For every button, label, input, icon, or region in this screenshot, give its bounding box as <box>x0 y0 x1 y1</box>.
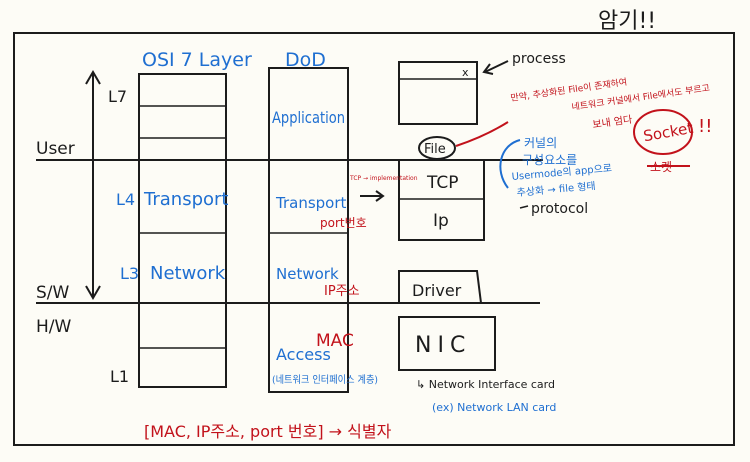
driver-box <box>398 270 483 304</box>
user-label: User <box>36 139 75 159</box>
sw-label: S/W <box>36 283 70 303</box>
ip-note: IP주소 <box>324 284 360 299</box>
socket-label: Socket <box>642 119 695 145</box>
dod-title: DoD <box>285 49 326 71</box>
file-label: File <box>424 142 446 157</box>
arrow-head-icon <box>482 63 494 75</box>
arrow-up-icon <box>85 70 101 85</box>
red-annotation-line <box>455 121 509 147</box>
protocol-stack-box <box>398 159 485 241</box>
ip-label: Ip <box>433 211 449 231</box>
dod-column <box>268 67 349 393</box>
implementation-note: TCP → implementation <box>349 175 418 182</box>
process-arrow-icon <box>484 60 509 73</box>
osi-column <box>138 73 227 388</box>
process-window <box>398 61 478 125</box>
socket-circle <box>633 109 693 155</box>
driver-label: Driver <box>412 281 462 300</box>
osi-l3-label: L3 <box>120 264 139 283</box>
dod-access-label: Access <box>276 345 331 364</box>
osi-transport-label: Transport <box>143 189 228 210</box>
osi-l4-label: L4 <box>116 190 135 209</box>
corner-note: 암기!! <box>598 9 656 34</box>
blue-annotation-curve <box>499 139 521 189</box>
blue-note-1: 커널의 <box>524 136 557 150</box>
red-note-3: 보내 엄다 <box>592 114 633 131</box>
access-note: (네트워크 인터페이스 계층) <box>272 373 378 386</box>
nic-note-2: (ex) Network LAN card <box>432 401 556 414</box>
protocol-pointer <box>519 205 529 209</box>
dod-application-label: Application <box>272 108 345 127</box>
mac-note: MAC <box>316 331 354 351</box>
port-note: port번호 <box>320 216 367 230</box>
osi-l1-label: L1 <box>110 367 129 386</box>
blue-note-2: 구성요소를 <box>522 153 577 167</box>
osi-l7-label: L7 <box>108 87 127 106</box>
socket-exclaim: !! <box>698 116 712 137</box>
close-icon: x <box>462 66 469 79</box>
process-label: process <box>512 51 566 67</box>
dod-transport-label: Transport <box>275 194 347 212</box>
arrow-down-icon <box>85 285 101 300</box>
dod-network-label: Network <box>276 265 339 283</box>
osi-network-label: Network <box>150 263 226 284</box>
identifier-note: [MAC, IP주소, port 번호] → 식별자 <box>144 422 392 441</box>
arrow-right-icon <box>375 190 385 202</box>
page-frame <box>13 32 735 446</box>
protocol-label: protocol <box>531 201 588 217</box>
nic-label: NIC <box>415 333 471 358</box>
osi-title: OSI 7 Layer <box>142 49 252 71</box>
nic-note-1: ↳ Network Interface card <box>416 378 555 391</box>
blue-note-4: 추상화 → file 형태 <box>516 180 596 199</box>
hw-label: H/W <box>36 317 72 337</box>
nic-box <box>398 316 496 371</box>
tcp-label: TCP <box>426 173 459 193</box>
